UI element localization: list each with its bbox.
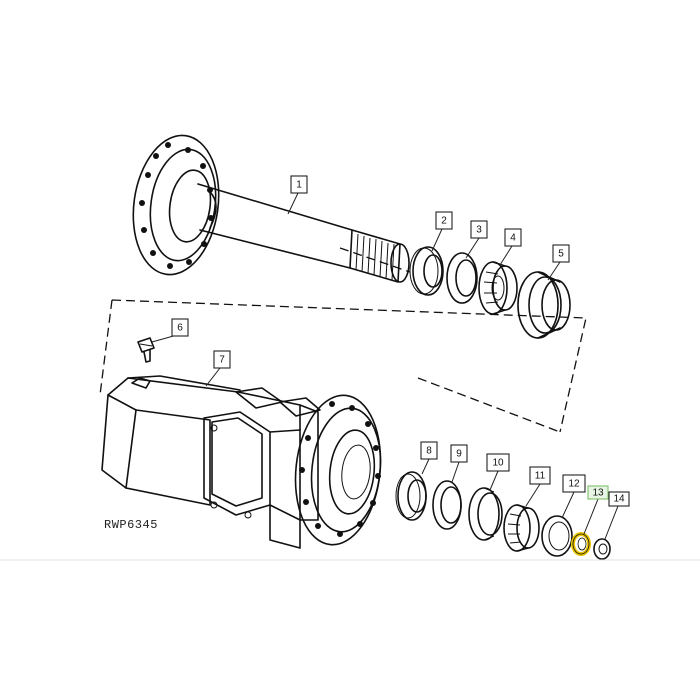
highlighted-shim — [571, 532, 591, 556]
svg-text:12: 12 — [568, 479, 580, 490]
assembly-dashed-outline — [99, 247, 587, 433]
callout-8: 8 — [420, 441, 438, 460]
callout-3: 3 — [470, 220, 488, 239]
callout-5: 5 — [552, 244, 570, 263]
svg-text:5: 5 — [558, 249, 564, 260]
callout-9: 9 — [450, 444, 468, 463]
callout-11: 11 — [529, 466, 551, 485]
svg-text:3: 3 — [476, 225, 482, 236]
svg-text:4: 4 — [510, 233, 516, 244]
svg-text:9: 9 — [456, 449, 462, 460]
flange-bolt-holes — [139, 142, 214, 269]
callout-14: 14 — [608, 491, 630, 507]
callout-1: 1 — [290, 175, 308, 194]
svg-text:13: 13 — [592, 488, 604, 499]
breather-fitting — [137, 337, 155, 363]
callout-10: 10 — [486, 453, 510, 472]
axle-shaft — [132, 134, 410, 283]
callout-7: 7 — [213, 350, 231, 369]
callout-13: 13 — [587, 485, 609, 500]
retaining-nut — [593, 538, 611, 560]
svg-text:1: 1 — [296, 180, 302, 191]
inner-bearing-cup — [468, 487, 503, 541]
figure-reference-code: RWP6345 — [104, 518, 158, 532]
callout-12: 12 — [562, 474, 586, 493]
svg-text:14: 14 — [613, 494, 625, 505]
spacer-ring — [446, 252, 478, 304]
callout-6: 6 — [171, 318, 189, 337]
inner-bearing-cone — [503, 504, 540, 552]
thrust-washer — [541, 515, 573, 557]
axle-housing — [101, 375, 382, 549]
leader-lines — [151, 192, 619, 540]
callout-2: 2 — [435, 211, 453, 230]
housing-flange-bolt-holes — [299, 401, 381, 537]
bearing-cup — [517, 271, 571, 339]
housing-seal — [395, 471, 427, 521]
svg-text:2: 2 — [441, 216, 447, 227]
svg-text:11: 11 — [535, 471, 546, 482]
callout-4: 4 — [504, 228, 522, 247]
svg-text:10: 10 — [492, 458, 504, 469]
svg-text:8: 8 — [426, 446, 432, 457]
svg-text:7: 7 — [219, 355, 225, 366]
seal-ring — [409, 246, 444, 296]
housing-ring — [432, 480, 462, 530]
tapered-roller-bearing-cone — [478, 261, 518, 315]
svg-text:6: 6 — [177, 323, 183, 334]
